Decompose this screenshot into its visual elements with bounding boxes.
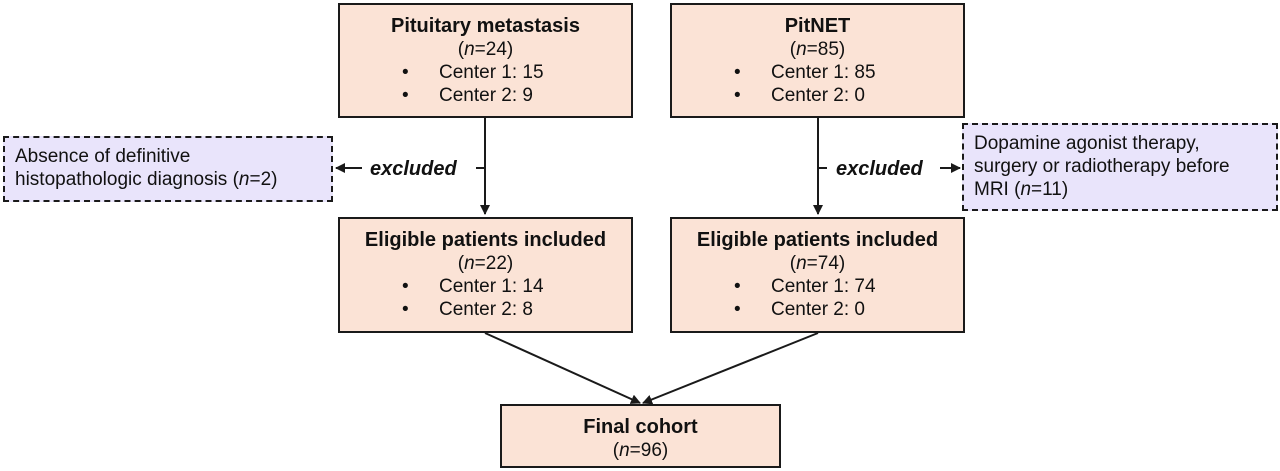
- list-item: •Center 1: 74: [734, 276, 876, 297]
- exclusion-text-line: histopathologic diagnosis (n=2): [15, 169, 278, 190]
- final-cohort-box: Final cohort (n=96): [500, 404, 781, 468]
- arrow-left-to-final: [484, 332, 641, 404]
- box-count: (n=24): [457, 39, 514, 60]
- center-list: •Center 1: 15 •Center 2: 9: [340, 61, 631, 107]
- box-count: (n=22): [457, 253, 514, 274]
- list-item: •Center 2: 0: [734, 299, 865, 320]
- excluded-label-right: excluded: [836, 158, 923, 180]
- center-list: •Center 1: 74 •Center 2: 0: [672, 275, 963, 321]
- exclusion-text-line: MRI (n=11): [974, 179, 1069, 200]
- list-item: •Center 1: 15: [402, 62, 544, 83]
- arrow-right-to-final: [642, 332, 819, 405]
- pitnet-box: PitNET (n=85) •Center 1: 85 •Center 2: 0: [670, 3, 965, 118]
- list-item: •Center 1: 14: [402, 276, 544, 297]
- exclusion-box-right: Dopamine agonist therapy, surgery or rad…: [962, 123, 1278, 211]
- excluded-label-left: excluded: [370, 158, 457, 180]
- exclusion-text-line: surgery or radiotherapy before: [974, 156, 1230, 177]
- pituitary-metastasis-box: Pituitary metastasis (n=24) •Center 1: 1…: [338, 3, 633, 118]
- box-title: Final cohort: [583, 416, 698, 438]
- list-item: •Center 1: 85: [734, 62, 876, 83]
- box-count: (n=85): [789, 39, 846, 60]
- box-title: PitNET: [784, 15, 851, 37]
- exclusion-box-left: Absence of definitive histopathologic di…: [3, 136, 333, 202]
- box-count: (n=74): [789, 253, 846, 274]
- center-list: •Center 1: 14 •Center 2: 8: [340, 275, 631, 321]
- eligible-patients-box-right: Eligible patients included (n=74) •Cente…: [670, 217, 965, 333]
- box-title: Pituitary metastasis: [391, 15, 580, 37]
- box-count: (n=96): [612, 440, 669, 461]
- list-item: •Center 2: 9: [402, 85, 533, 106]
- eligible-patients-box-left: Eligible patients included (n=22) •Cente…: [338, 217, 633, 333]
- exclusion-text-line: Absence of definitive: [15, 146, 191, 167]
- center-list: •Center 1: 85 •Center 2: 0: [672, 61, 963, 107]
- box-title: Eligible patients included: [364, 229, 607, 251]
- list-item: •Center 2: 0: [734, 85, 865, 106]
- list-item: •Center 2: 8: [402, 299, 533, 320]
- exclusion-text-line: Dopamine agonist therapy,: [974, 133, 1200, 154]
- box-title: Eligible patients included: [696, 229, 939, 251]
